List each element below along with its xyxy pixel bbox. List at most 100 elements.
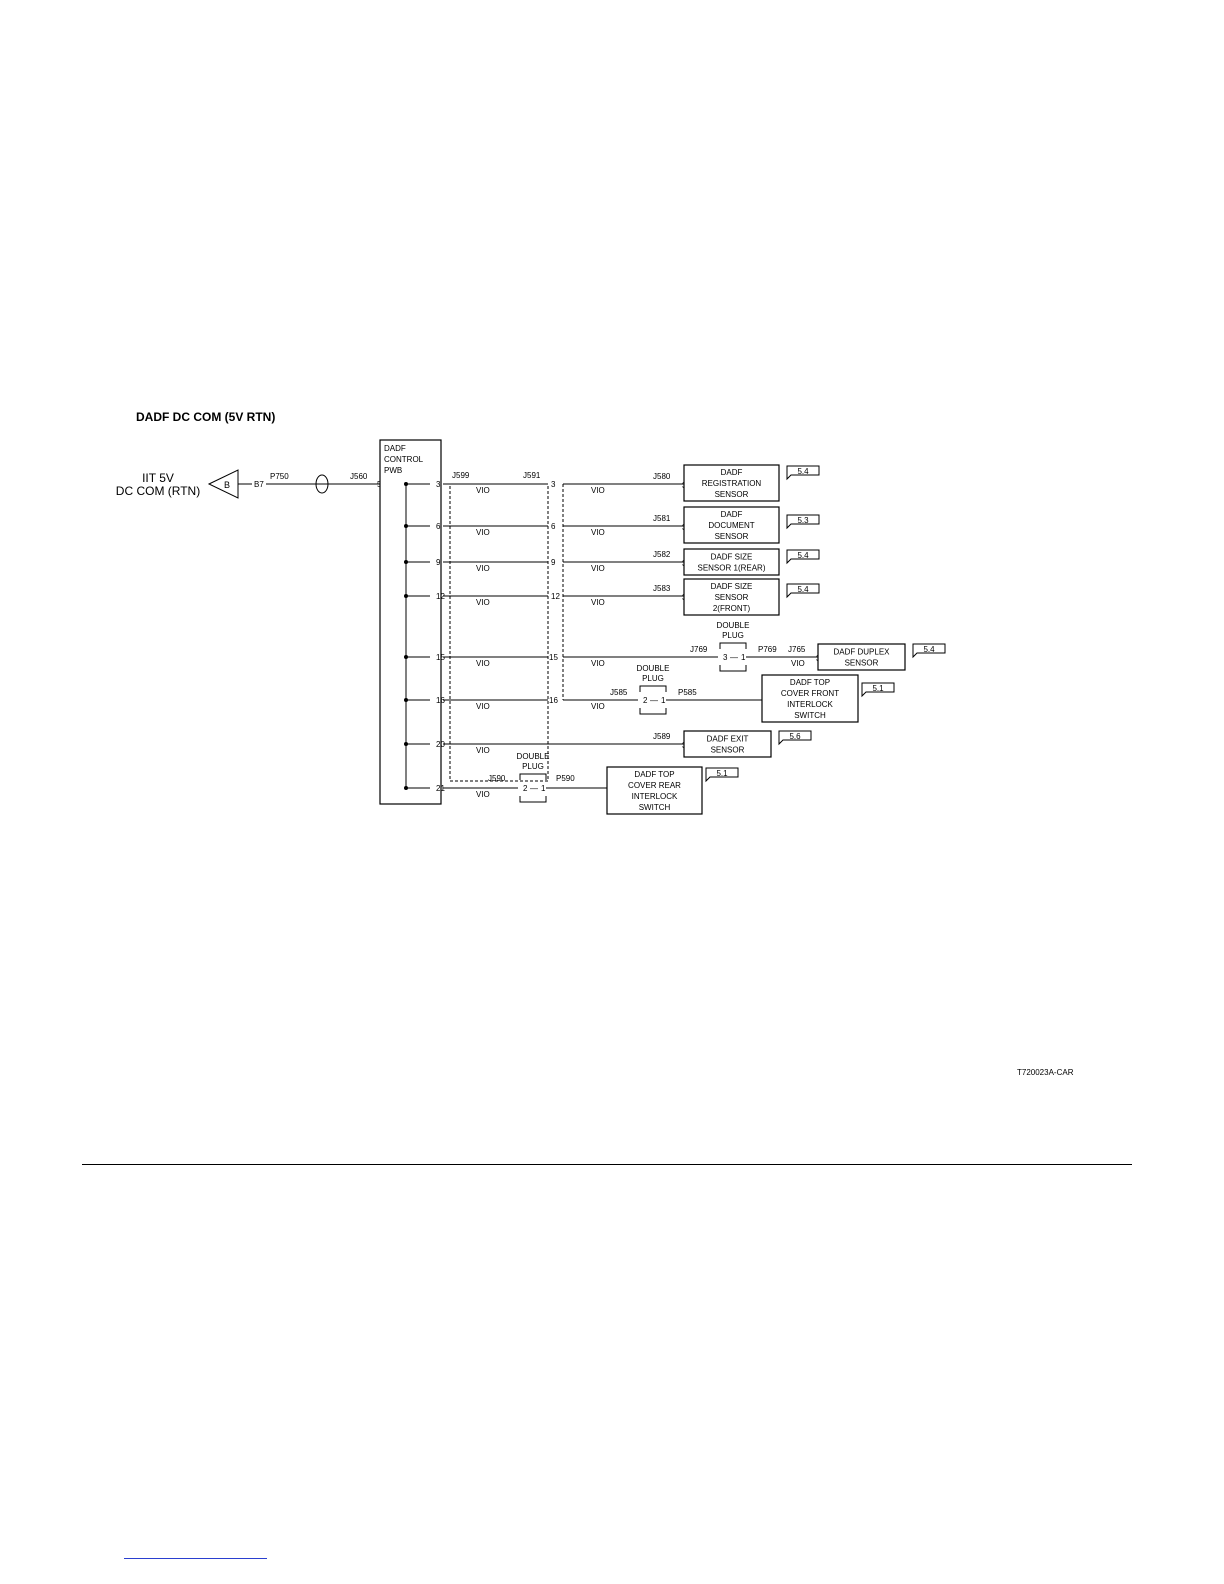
device-label: COVER REAR: [628, 781, 681, 790]
source-label-line1: IIT 5V: [142, 471, 174, 485]
pwb-pin: 21: [436, 784, 445, 793]
double-plug-jack: J585: [610, 688, 628, 697]
wire-color-label: VIO: [591, 528, 605, 537]
twisted-pair-icon: [315, 474, 329, 494]
pwb-pin: 9: [436, 558, 441, 567]
device-label: DADF SIZE: [711, 553, 753, 562]
device-label: DADF SIZE: [711, 582, 753, 591]
double-plug-pin: 3: [723, 653, 728, 662]
double-plug-plug: P590: [556, 774, 575, 783]
source-pin: B7: [254, 480, 264, 489]
double-plug-dash: —: [730, 653, 738, 662]
figure-id: T720023A-CAR: [1017, 1068, 1074, 1077]
connector-j599-label: J599: [452, 471, 470, 480]
device-label: DADF DUPLEX: [833, 648, 890, 657]
device-box-7: [606, 766, 703, 815]
device-label: SWITCH: [639, 803, 671, 812]
pwb-pin: 16: [436, 696, 445, 705]
wire-color-label: VIO: [476, 659, 490, 668]
device-label: DADF: [721, 468, 743, 477]
connector-j591-label: J591: [523, 471, 541, 480]
wire-color-label: VIO: [591, 564, 605, 573]
wire-color-label: VIO: [591, 598, 605, 607]
double-plug-label: PLUG: [642, 674, 664, 683]
device-jack: J583: [653, 584, 671, 593]
pwb-pin: 15: [436, 653, 445, 662]
ref-tag-label: 5.4: [797, 551, 809, 560]
ref-tag-label: 5.4: [797, 585, 809, 594]
double-plug-pin: 1: [661, 696, 666, 705]
device-label: INTERLOCK: [632, 792, 678, 801]
pwb-pin: 3: [436, 480, 441, 489]
double-plug-label: DOUBLE: [717, 621, 750, 630]
relay-pin: 6: [551, 522, 556, 531]
relay-pin: 3: [551, 480, 556, 489]
device-jack: J581: [653, 514, 671, 523]
circuits: 3691215162021VIO3VIOJ5803VIO6VIOJ5813VIO…: [404, 464, 946, 815]
footer-rule: [82, 1164, 1132, 1165]
pwb-pin: 12: [436, 592, 445, 601]
device-label: DADF TOP: [790, 678, 830, 687]
ref-tag-icon: [778, 730, 812, 746]
device-jack: J580: [653, 472, 671, 481]
ref-tag-icon: [861, 682, 895, 698]
device-label: SENSOR: [711, 746, 745, 755]
device-label: COVER FRONT: [781, 689, 839, 698]
device-box-4: [817, 643, 906, 671]
relay-pin: 12: [551, 592, 560, 601]
dadf-control-pwb: [379, 439, 442, 805]
double-plug-dash: —: [650, 696, 658, 705]
device-label: DADF EXIT: [707, 735, 749, 744]
ref-tag-icon: [912, 643, 946, 659]
relay-pin: 16: [549, 696, 558, 705]
double-plug-plug: P585: [678, 688, 697, 697]
wire-color-label: VIO: [476, 528, 490, 537]
connector-j599-block: [449, 483, 549, 782]
double-plug-label: DOUBLE: [517, 752, 550, 761]
device-label: DOCUMENT: [708, 521, 754, 530]
wire-color-label: VIO: [591, 702, 605, 711]
wire-color-label: VIO: [476, 486, 490, 495]
source-plug: P750: [270, 472, 289, 481]
device-label: SENSOR: [715, 532, 749, 541]
ref-tag-icon: [786, 514, 820, 530]
device-label: SENSOR: [715, 490, 749, 499]
ref-tag-icon: [786, 465, 820, 481]
wire-color-label: VIO: [476, 746, 490, 755]
double-plug-pin: 1: [541, 784, 546, 793]
bottom-link-underline[interactable]: [124, 1558, 267, 1559]
double-plug-bracket: [719, 665, 747, 672]
source-label-line2: DC COM (RTN): [116, 484, 200, 498]
ref-tag-label: 5.6: [789, 732, 801, 741]
ref-tag-icon: [705, 767, 739, 783]
wire-color-label: VIO: [476, 702, 490, 711]
device-label: DADF: [721, 510, 743, 519]
device-label: SENSOR: [715, 593, 749, 602]
pwb-label-line1: DADF: [384, 444, 406, 453]
device-box-0: [683, 464, 780, 502]
ref-tag-label: 5.4: [797, 467, 809, 476]
double-plug-pin: 2: [523, 784, 528, 793]
pwb-pin: 6: [436, 522, 441, 531]
double-plug-bracket: [519, 773, 547, 780]
double-plug-bracket: [719, 642, 747, 649]
pwb-label-line3: PWB: [384, 466, 402, 475]
ref-tag-icon: [786, 549, 820, 565]
pwb-pin: 20: [436, 740, 445, 749]
device-label: 2(FRONT): [713, 604, 751, 613]
device-box-1: [683, 506, 780, 544]
device-box-2: [683, 548, 780, 576]
device-label: SENSOR 1(REAR): [697, 564, 765, 573]
device-label: INTERLOCK: [787, 700, 833, 709]
wire-color-label: VIO: [791, 659, 805, 668]
relay-pin: 15: [549, 653, 558, 662]
wire-color-label: VIO: [476, 564, 490, 573]
ref-tag-label: 5.1: [872, 684, 884, 693]
device-label: SWITCH: [794, 711, 826, 720]
pwb-label-line2: CONTROL: [384, 455, 424, 464]
ref-tag-label: 5.1: [716, 769, 728, 778]
double-plug-jack: J769: [690, 645, 708, 654]
double-plug-bracket: [639, 685, 667, 692]
ref-tag-label: 5.3: [797, 516, 809, 525]
